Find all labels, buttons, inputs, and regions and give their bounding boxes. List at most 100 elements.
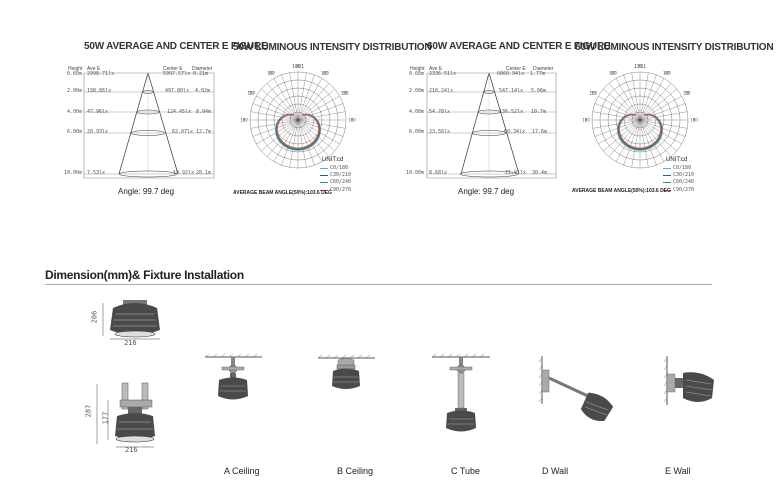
row-height: 4.00m: [67, 109, 83, 115]
dim-width-top: 216: [124, 339, 137, 347]
polar-spoke: [631, 72, 641, 121]
row-diam: 8.04m: [196, 109, 212, 115]
polar-spoke: [639, 119, 677, 151]
polar-spoke: [592, 119, 641, 129]
beam-angle-label-50w: Angle: 99.7 deg: [118, 187, 175, 196]
polar-ring-max: 1331: [634, 64, 647, 70]
polar-angle-label: 60: [322, 71, 328, 76]
install-c-tube: [431, 353, 490, 432]
polar-angle-label: 60: [664, 71, 670, 76]
polar-distribution-curve: [618, 114, 662, 149]
polar-angle-label: 180: [690, 118, 698, 123]
polar-angle-label: 150: [683, 91, 691, 96]
polar-spoke: [267, 83, 299, 121]
beam-angle-note-60w: AVERAGE BEAM ANGLE(50%):103.6 DEG: [572, 188, 671, 194]
polar-spoke: [592, 111, 641, 121]
polar-spoke: [281, 119, 299, 166]
polar-angle-label: 30: [342, 91, 348, 96]
dist-title-60w: 60W LUMINOUS INTENSITY DISTRIBUTION: [575, 42, 774, 53]
polar-spoke: [639, 119, 671, 157]
polar-angle-label: 30: [591, 91, 597, 96]
beam-angle-label-60w: Angle: 99.7 deg: [458, 187, 515, 196]
caption-a-ceiling: A Ceiling: [224, 466, 260, 476]
polar-spoke: [639, 111, 688, 121]
polar-spoke: [297, 119, 307, 168]
row-avg: 23.56lx: [429, 129, 451, 135]
figure-title-60w: 60W AVERAGE AND CENTER E FIGURE: [427, 41, 611, 52]
polar-spoke: [273, 78, 299, 121]
polar-spoke: [261, 119, 299, 151]
polar-spoke: [250, 119, 299, 129]
caption-b-ceiling: B Ceiling: [337, 466, 374, 476]
polar-spoke: [297, 119, 346, 129]
polar-angle-label: 0: [243, 118, 246, 123]
legend-c90: C90/270: [320, 187, 351, 193]
row-height: 4.00m: [409, 109, 425, 115]
polar-spoke: [639, 78, 665, 121]
polar-spoke: [297, 95, 340, 121]
polar-angle-label: 30: [249, 91, 255, 96]
row-avg: 2998.71lx: [87, 71, 115, 77]
row-diam: 4.02m: [195, 88, 211, 94]
hdr-diam: Diameter: [533, 66, 554, 72]
polar-distribution-curve: [276, 114, 320, 149]
polar-angle-label: 30: [684, 91, 690, 96]
row-height: 6.00m: [409, 129, 425, 135]
row-center: 6060.94lx: [497, 71, 525, 77]
legend-c0: C0/180: [663, 165, 691, 171]
row-diam: 12.7m: [196, 129, 212, 135]
row-avg: 47.96lx: [87, 109, 109, 115]
polar-spoke: [594, 103, 641, 121]
polar-angle-label: 180: [240, 118, 248, 123]
row-center: 21.91lx: [505, 170, 527, 176]
hdr-center: Center E: [506, 66, 526, 72]
polar-spoke: [639, 74, 657, 121]
row-avg: 20.93lx: [87, 129, 109, 135]
polar-spoke: [273, 119, 299, 162]
polar-spoke: [639, 72, 649, 121]
dist-title-50w: 50W LUMINOUS INTENSITY DISTRIBUTION: [233, 42, 432, 53]
polar-angle-label: 120: [609, 71, 617, 76]
unit-label: UNIT:cd: [666, 157, 688, 163]
polar-spoke: [297, 74, 315, 121]
section-title: Dimension(mm)& Fixture Installation: [45, 268, 244, 282]
polar-spoke: [639, 119, 649, 168]
row-center: 124.45lx: [167, 109, 192, 115]
row-avg: 8.68lx: [429, 170, 448, 176]
polar-spoke: [297, 111, 346, 121]
polar-spoke: [250, 111, 299, 121]
row-diam: 30.4m: [532, 170, 548, 176]
polar-spoke: [639, 103, 686, 121]
polar-angle-label: 90: [295, 64, 301, 69]
polar-spoke: [639, 95, 682, 121]
row-diam: 1.77m: [530, 71, 546, 77]
hdr-height: Height: [410, 66, 425, 72]
fixture-front-view: [110, 300, 160, 338]
install-d-wall: [538, 356, 614, 422]
polar-spoke: [297, 72, 307, 121]
row-center: 497.80lx: [165, 88, 190, 94]
polar-angle-label: 150: [341, 91, 349, 96]
polar-spoke: [623, 74, 641, 121]
row-center: 136.52lx: [499, 109, 524, 115]
polar-spoke: [297, 119, 335, 151]
dim-height-top: 206: [90, 310, 99, 324]
dim-width-side: 216: [125, 446, 138, 454]
polar-spoke: [609, 119, 641, 157]
legend-c60: C60/240: [663, 179, 694, 185]
row-diam: 0.21m: [193, 71, 209, 77]
hdr-avg: Ave E: [429, 66, 443, 72]
polar-spoke: [615, 78, 641, 121]
polar-spoke: [639, 119, 657, 166]
polar-angle-label: 120: [663, 71, 671, 76]
section-divider: [45, 284, 712, 285]
polar-angle-label: 60: [610, 71, 616, 76]
polar-angle-label: 60: [268, 71, 274, 76]
beam-angle-note-50w: AVERAGE BEAM ANGLE(50%):103.6 DEG: [233, 190, 332, 196]
figure-title-50w: 50W AVERAGE AND CENTER E FIGURE: [84, 41, 268, 52]
install-e-wall: [663, 356, 714, 405]
polar-spoke: [252, 103, 299, 121]
polar-angle-label: 90: [637, 64, 643, 69]
install-b-ceiling: [317, 354, 375, 389]
